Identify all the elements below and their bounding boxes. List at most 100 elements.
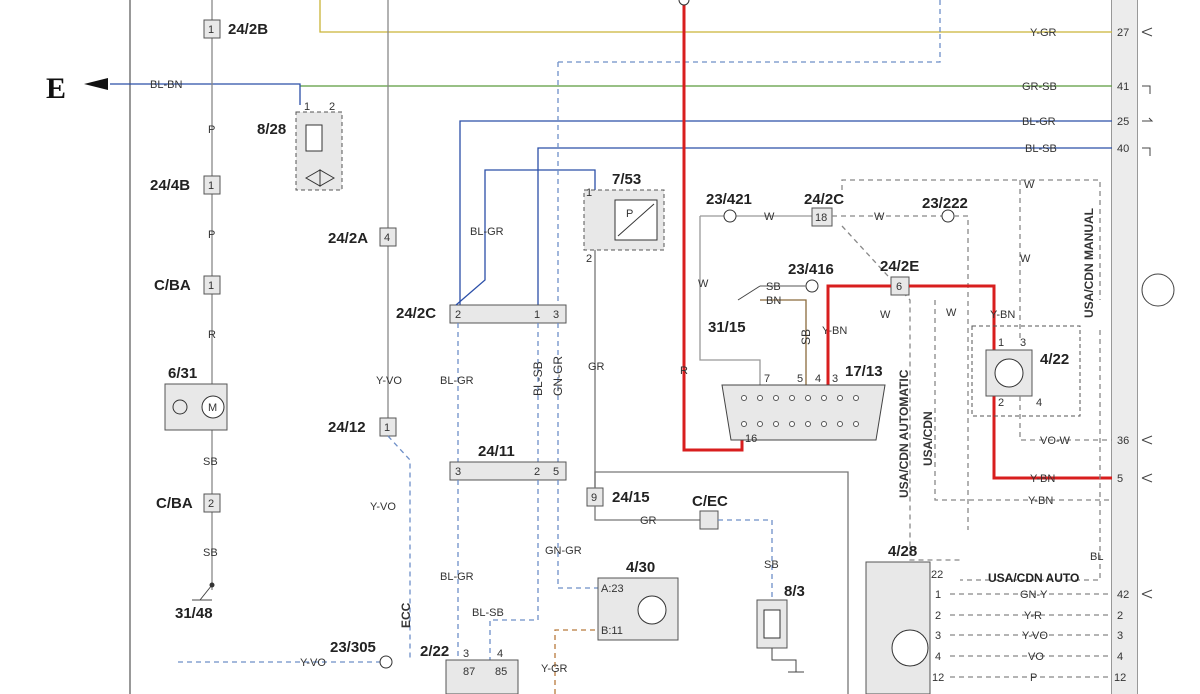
conn-24-2e-pin: 6 xyxy=(896,281,902,293)
label-8-28: 8/28 xyxy=(257,121,286,138)
splice-23-421-icon xyxy=(723,209,737,223)
m422-pin-4: 4 xyxy=(1036,397,1042,409)
bus-pin-40: 40 xyxy=(1117,143,1129,155)
wire-label-bl-gr: BL-GR xyxy=(1022,116,1056,128)
transistor-4-30-icon xyxy=(637,595,667,625)
wire-label-y-gr-bottom: Y-GR xyxy=(541,663,568,675)
obd-pins xyxy=(741,395,859,427)
bus-pin-25: 25 xyxy=(1117,116,1129,128)
wire-w-to-obd xyxy=(699,216,761,385)
sensor-p-letter: P xyxy=(626,208,633,220)
wire-label-bl-sb: BL-SB xyxy=(1025,143,1057,155)
wire-label-w-1: W xyxy=(764,211,775,223)
wire-label-sb-v: SB xyxy=(799,329,813,345)
label-23-222: 23/222 xyxy=(922,195,968,212)
label-6-31: 6/31 xyxy=(168,365,197,382)
wire-label-bl-gr-3: BL-GR xyxy=(440,571,474,583)
right-connector-strip xyxy=(1112,0,1137,694)
wire-label-r-red: R xyxy=(680,365,688,377)
label-23-416: 23/416 xyxy=(788,261,834,278)
wire-y-bn-highlight-2 xyxy=(909,284,996,352)
obd-pin-7: 7 xyxy=(764,373,770,385)
m422-pin-2: 2 xyxy=(998,397,1004,409)
wire-label-gn-y: GN-Y xyxy=(1020,589,1048,601)
wire-y-gr-top xyxy=(319,0,1112,33)
ground-31-48-icon xyxy=(192,584,213,601)
label-24-2c-right: 24/2C xyxy=(804,191,844,208)
label-cba-1: C/BA xyxy=(154,277,191,294)
relay-pin-1: 1 xyxy=(304,101,310,113)
wire-label-bl-gr-2: BL-GR xyxy=(440,375,474,387)
wire-label-sb-1: SB xyxy=(203,456,218,468)
switch-31-15-icon xyxy=(737,285,761,301)
wire-y-bn-highlight-3 xyxy=(992,396,1112,480)
wire-label-y-r: Y-R xyxy=(1024,610,1042,622)
wire-label-bn: BN xyxy=(766,295,781,307)
relay-2-22-pin87: 87 xyxy=(463,666,475,678)
dash-vo-w xyxy=(1019,396,1112,441)
label-24-2c-left: 24/2C xyxy=(396,305,436,322)
label-31-15: 31/15 xyxy=(708,319,746,336)
transistor-4-28-icon xyxy=(891,629,929,667)
conn-cba-2-pin: 2 xyxy=(208,498,214,510)
conn-24-11-pin5: 5 xyxy=(553,466,559,478)
label-23-305: 23/305 xyxy=(330,639,376,656)
wire-label-gr-2: GR xyxy=(640,515,657,527)
right-bus-pins: 27 41 25 40 36 5 42 2 3 4 12 xyxy=(1114,27,1175,684)
wire-bn-416 xyxy=(760,299,807,385)
conn-24-11-pin2: 2 xyxy=(534,466,540,478)
conn-24-2c-pin1: 1 xyxy=(534,309,540,321)
wire-label-vo: VO xyxy=(1028,651,1044,663)
label-4-22: 4/22 xyxy=(1040,351,1069,368)
obd-pin-4: 4 xyxy=(815,373,821,385)
wire-label-p-1: P xyxy=(208,124,215,136)
pin-b11: B:11 xyxy=(601,625,623,637)
wire-label-sb-2: SB xyxy=(203,547,218,559)
conn-cba-2-box xyxy=(203,493,221,513)
wire-label-w-3: W xyxy=(874,211,885,223)
obd-pin-5: 5 xyxy=(797,373,803,385)
wire-label-bl: BL xyxy=(1090,551,1103,563)
wire-label-y-bn-v: Y-BN xyxy=(822,325,847,337)
conn-24-11-pin3: 3 xyxy=(455,466,461,478)
bus-pin-36: 36 xyxy=(1117,435,1129,447)
wire-label-w-5: W xyxy=(1020,253,1031,265)
dash-top-loop xyxy=(558,32,941,63)
wire-label-w-2: W xyxy=(698,278,709,290)
conn-cba-1-box xyxy=(203,275,221,295)
variant-usa-cdn-manual: USA/CDN MANUAL xyxy=(1082,208,1096,318)
motor-m-letter: M xyxy=(208,402,217,414)
pin-a23: A:23 xyxy=(601,583,624,595)
wire-gr-to-4-28 xyxy=(594,471,849,694)
wire-label-bl-sb-v: BL-SB xyxy=(531,361,545,396)
wire-label-w-6: W xyxy=(946,307,957,319)
wire-r-highlight xyxy=(682,0,744,452)
wire-label-y-bn-1: Y-BN xyxy=(990,309,1015,321)
sensor-pin-1: 1 xyxy=(586,187,592,199)
relay-2-22-pin3: 3 xyxy=(463,648,469,660)
m428-pin-4: 4 xyxy=(935,651,941,663)
conn-24-2c-left xyxy=(449,304,567,324)
wire-label-p-3: P xyxy=(1030,672,1037,684)
wire-y-bn-highlight-1 xyxy=(826,284,891,385)
label-4-28: 4/28 xyxy=(888,543,917,560)
conn-24-2c-right xyxy=(811,207,833,227)
wire-label-gn-gr-2: GN-GR xyxy=(545,545,582,557)
label-31-48: 31/48 xyxy=(175,605,213,622)
wire-bl-gr xyxy=(459,120,1112,320)
ref-e: E xyxy=(46,72,66,105)
wire-label-y-vo-4: Y-VO xyxy=(1022,630,1048,642)
component-8-3-coil xyxy=(763,609,781,639)
dash-y-bn-cdn xyxy=(934,300,1112,501)
dash-y-vo-ecc xyxy=(387,435,411,660)
obd-pin-3: 3 xyxy=(832,373,838,385)
conn-24-2c-pin3: 3 xyxy=(553,309,559,321)
module-4-28 xyxy=(865,561,931,694)
obd-pin-16: 16 xyxy=(745,433,757,445)
bus-pin-12: 12 xyxy=(1114,672,1126,684)
m422-pin-3: 3 xyxy=(1020,337,1026,349)
relay-coil xyxy=(305,124,323,152)
wire-bl-bn xyxy=(110,83,301,105)
conn-c-ec xyxy=(699,510,719,530)
